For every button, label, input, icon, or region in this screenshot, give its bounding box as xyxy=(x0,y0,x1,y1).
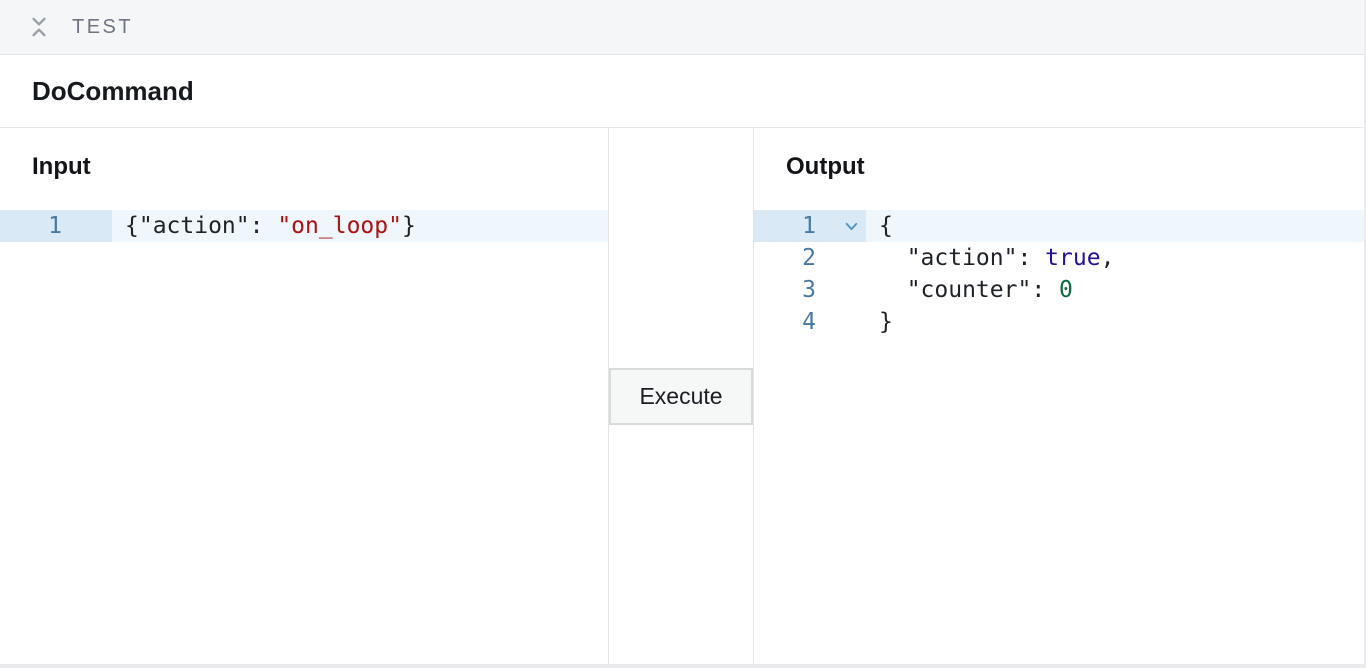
code-line[interactable]: {"action": "on_loop"} xyxy=(112,210,608,242)
fold-gutter-spacer xyxy=(816,306,866,338)
input-panel: Input 1 {"action": "on_loop"} xyxy=(0,128,609,664)
editor-gutter: 4 xyxy=(754,306,866,338)
bottom-edge-strip xyxy=(0,664,1364,668)
code-token-bool: true xyxy=(1045,245,1101,271)
code-token-plain: , xyxy=(1100,245,1115,271)
editor-line[interactable]: 1{ xyxy=(754,210,1364,242)
command-title: DoCommand xyxy=(32,75,194,106)
fold-chevron-down-icon[interactable] xyxy=(816,210,866,242)
code-token-plain: { xyxy=(879,213,893,239)
editor-line[interactable]: 1 {"action": "on_loop"} xyxy=(0,210,608,242)
editor-gutter: 2 xyxy=(754,242,866,274)
command-title-row: DoCommand xyxy=(0,55,1364,128)
code-token-number: 0 xyxy=(1059,277,1073,303)
line-number: 2 xyxy=(802,245,816,271)
fold-gutter-spacer xyxy=(816,242,866,274)
code-token-string: "on_loop" xyxy=(277,213,402,239)
command-body: Input 1{"action": "on_loop"} Execute Out… xyxy=(0,128,1364,664)
line-number: 1 xyxy=(802,213,816,239)
editor-gutter: 3 xyxy=(754,274,866,306)
editor-line[interactable]: 4} xyxy=(754,306,1364,338)
output-panel: Output 1{2 "action": true,3 "counter": 0… xyxy=(754,128,1364,664)
panel-title: TEST xyxy=(72,15,134,38)
code-token-plain: {"action": xyxy=(125,213,278,239)
code-token-plain: } xyxy=(879,309,893,335)
editor-line[interactable]: 3 "counter": 0 xyxy=(754,274,1364,306)
execute-column: Execute xyxy=(609,128,754,664)
collapse-vertical-icon[interactable] xyxy=(26,14,52,40)
code-token-plain: } xyxy=(401,213,416,239)
editor-gutter: 1 xyxy=(0,210,112,242)
code-line[interactable]: "counter": 0 xyxy=(866,274,1364,306)
fold-gutter-spacer xyxy=(62,210,112,242)
fold-gutter-spacer xyxy=(816,274,866,306)
editor-gutter: 1 xyxy=(754,210,866,242)
test-panel-header: TEST xyxy=(0,0,1364,55)
input-editor[interactable]: 1 {"action": "on_loop"} xyxy=(0,210,608,242)
line-number: 3 xyxy=(802,277,816,303)
code-line[interactable]: "action": true, xyxy=(866,242,1364,274)
code-token-plain: "action": xyxy=(879,245,1046,271)
code-token-plain: "counter": xyxy=(879,277,1060,303)
code-line[interactable]: { xyxy=(866,210,1364,242)
line-number: 1 xyxy=(48,213,62,239)
output-heading: Output xyxy=(786,153,865,180)
input-heading: Input xyxy=(32,153,91,180)
code-line[interactable]: } xyxy=(866,306,1364,338)
editor-line[interactable]: 2 "action": true, xyxy=(754,242,1364,274)
line-number: 4 xyxy=(802,309,816,335)
execute-button[interactable]: Execute xyxy=(609,367,753,425)
